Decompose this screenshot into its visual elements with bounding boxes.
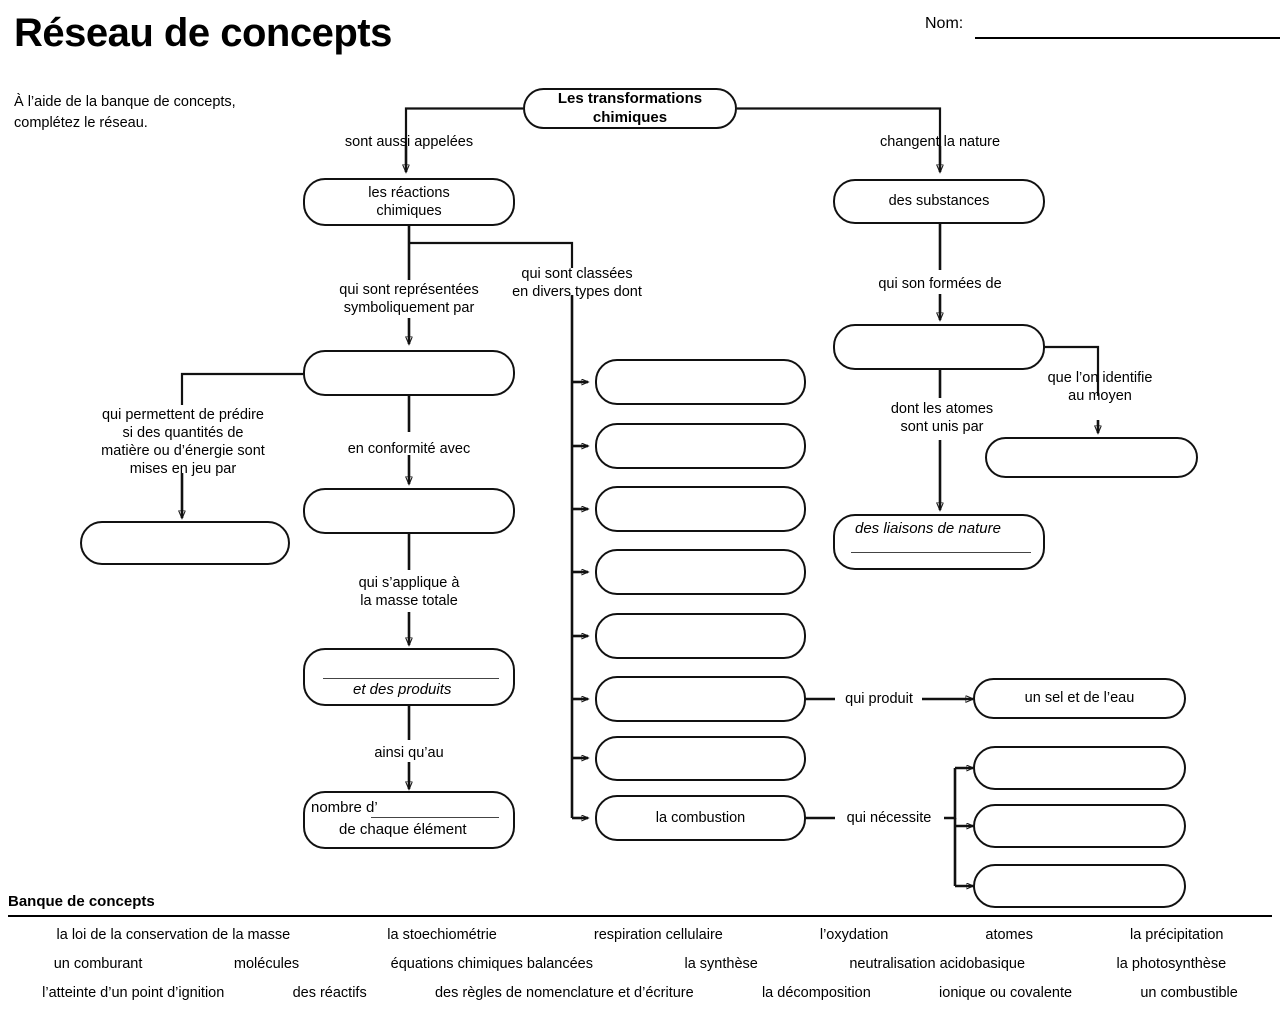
bank-item[interactable]: ionique ou covalente	[939, 984, 1073, 1001]
box-liaisons-de-nature[interactable]: des liaisons de nature	[833, 514, 1045, 570]
box-type-6[interactable]	[595, 676, 806, 722]
concept-bank: la loi de la conservation de la masse la…	[8, 920, 1272, 1007]
label-qui-produit: qui produit	[845, 691, 913, 707]
box-type-2[interactable]	[595, 423, 806, 469]
bank-item[interactable]: un comburant	[53, 955, 143, 972]
bank-item[interactable]: la précipitation	[1129, 926, 1224, 943]
blank-line-nombre[interactable]	[371, 817, 499, 818]
label-que-lon-identifie-au-moyen: que l’on identifie au moyen	[1047, 370, 1153, 405]
bank-item[interactable]: la stoechiométrie	[387, 926, 497, 943]
bank-item[interactable]: des règles de nomenclature et d’écriture	[434, 984, 694, 1001]
instruction-text: À l’aide de la banque de concepts, compl…	[14, 94, 236, 132]
label-permettent-de-predire: qui permettent de prédire si des quantit…	[101, 407, 265, 478]
label-de-chaque-element: de chaque élément	[339, 821, 467, 838]
box-necessite-2[interactable]	[973, 804, 1186, 848]
bank-row-2: un comburant molécules équations chimiqu…	[8, 949, 1272, 978]
bank-item[interactable]: atomes	[985, 926, 1033, 943]
blank-line-reactifs[interactable]	[323, 678, 499, 679]
label-representees-symboliquement: qui sont représentées symboliquement par	[339, 282, 479, 317]
label-dont-les-atomes: dont les atomes sont unis par	[890, 401, 994, 436]
box-type-7[interactable]	[595, 736, 806, 781]
label-sapplique-masse-totale: qui s’applique à la masse totale	[358, 575, 460, 610]
name-label: Nom:	[925, 15, 964, 32]
bank-item[interactable]: des réactifs	[292, 984, 367, 1001]
box-des-substances[interactable]: des substances	[833, 179, 1045, 224]
label-sont-aussi-appelees: sont aussi appelées	[344, 134, 474, 150]
box-root-transformations[interactable]: Les transformations chimiques	[523, 88, 737, 129]
box-type-3[interactable]	[595, 486, 806, 532]
label-et-des-produits: et des produits	[353, 681, 452, 698]
box-nombre-atomes[interactable]: nombre d’ de chaque élément	[303, 791, 515, 849]
box-type-5[interactable]	[595, 613, 806, 659]
box-formees-de[interactable]	[833, 324, 1045, 370]
box-masse-totale-reactifs[interactable]: et des produits	[303, 648, 515, 706]
box-type-1[interactable]	[595, 359, 806, 405]
label-changent-la-nature: changent la nature	[879, 134, 1001, 150]
box-representees-symboliquement[interactable]	[303, 350, 515, 396]
box-type-4[interactable]	[595, 549, 806, 595]
name-field[interactable]	[975, 37, 1280, 39]
box-un-sel-et-de-leau[interactable]: un sel et de l’eau	[973, 678, 1186, 719]
blank-line-liaisons[interactable]	[851, 552, 1031, 553]
box-necessite-1[interactable]	[973, 746, 1186, 790]
label-classees-en-divers-types: qui sont classées en divers types dont	[512, 266, 642, 301]
bank-title: Banque de concepts	[8, 893, 155, 910]
bank-item[interactable]: molécules	[233, 955, 300, 972]
bank-item[interactable]: la synthèse	[684, 955, 758, 972]
bank-item[interactable]: la loi de la conservation de la masse	[56, 926, 291, 943]
label-qui-necessite: qui nécessite	[846, 810, 932, 826]
label-nombre-prefix: nombre d’	[311, 799, 378, 816]
box-type-8-combustion[interactable]: la combustion	[595, 795, 806, 841]
bank-item[interactable]: l’atteinte d’un point d’ignition	[42, 984, 225, 1001]
bank-item[interactable]: équations chimiques balancées	[390, 955, 593, 972]
bank-row-3: l’atteinte d’un point d’ignition des réa…	[8, 978, 1272, 1007]
bank-item[interactable]: la décomposition	[761, 984, 871, 1001]
label-en-conformite-avec: en conformité avec	[347, 441, 471, 457]
page-title: Réseau de concepts	[14, 11, 392, 55]
bank-item[interactable]: l’oxydation	[819, 926, 889, 943]
bank-item[interactable]: respiration cellulaire	[593, 926, 723, 943]
box-en-conformite-avec[interactable]	[303, 488, 515, 534]
bank-item[interactable]: un combustible	[1140, 984, 1238, 1001]
box-qui-permettent-de-predire[interactable]	[80, 521, 290, 565]
box-necessite-3[interactable]	[973, 864, 1186, 908]
bank-divider	[8, 915, 1272, 917]
bank-item[interactable]: neutralisation acidobasique	[849, 955, 1026, 972]
label-des-liaisons-de-nature: des liaisons de nature	[855, 520, 1001, 537]
box-que-lon-identifie[interactable]	[985, 437, 1198, 478]
bank-item[interactable]: la photosynthèse	[1116, 955, 1227, 972]
label-qui-son-formees-de: qui son formées de	[878, 276, 1002, 292]
box-reactions-chimiques[interactable]: les réactions chimiques	[303, 178, 515, 226]
label-ainsi-quau: ainsi qu’au	[374, 745, 444, 761]
bank-row-1: la loi de la conservation de la masse la…	[8, 920, 1272, 949]
